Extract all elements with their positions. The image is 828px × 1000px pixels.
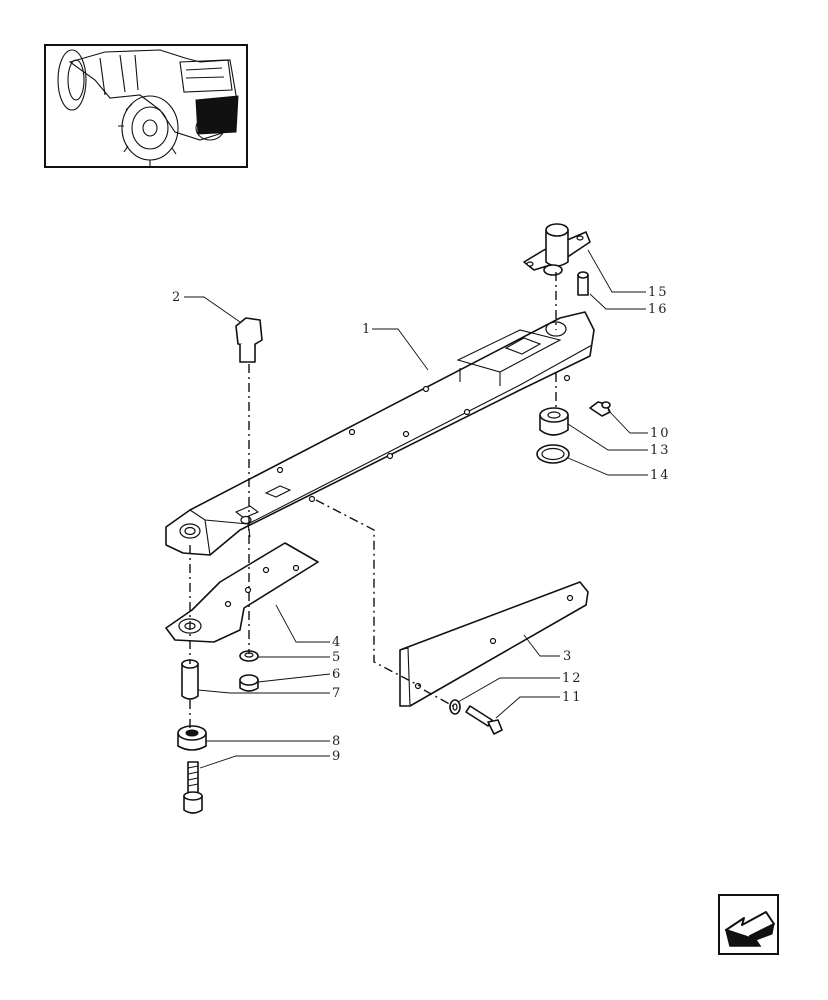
callout-10: 10 xyxy=(650,426,671,441)
callout-16: 16 xyxy=(648,302,669,317)
callout-11: 11 xyxy=(562,690,583,705)
bushing-13 xyxy=(539,407,569,436)
washer-12 xyxy=(449,699,461,715)
nut-6 xyxy=(239,674,259,692)
spacer-7 xyxy=(181,659,199,700)
drawbar xyxy=(165,311,595,556)
triangular-plate-3 xyxy=(399,581,589,707)
bushing-8 xyxy=(177,725,207,751)
callout-15: 15 xyxy=(648,285,669,300)
tractor-location-thumbnail[interactable] xyxy=(44,44,248,168)
back-arrow-icon xyxy=(724,911,775,947)
bolt-9 xyxy=(183,761,203,814)
callout-3: 3 xyxy=(563,649,573,664)
callout-14: 14 xyxy=(650,468,671,483)
back-arrow-button[interactable] xyxy=(718,894,779,955)
screw-16 xyxy=(577,271,589,296)
bolt-2 xyxy=(235,317,263,363)
callout-4: 4 xyxy=(332,635,342,650)
screw-11 xyxy=(465,705,503,735)
circlip-14 xyxy=(536,444,570,464)
callout-labels: 1 2 3 4 5 6 7 8 9 10 11 12 13 14 15 16 xyxy=(172,285,671,764)
callout-7: 7 xyxy=(332,686,342,701)
assembly-lines xyxy=(189,272,557,733)
leader-lines xyxy=(184,249,648,769)
callout-8: 8 xyxy=(332,734,342,749)
callout-6: 6 xyxy=(332,667,342,682)
pin-bracket xyxy=(523,223,591,276)
callout-5: 5 xyxy=(332,650,342,665)
grease-fitting xyxy=(589,401,611,417)
plate-4 xyxy=(165,542,319,643)
callout-2: 2 xyxy=(172,290,182,305)
callout-13: 13 xyxy=(650,443,671,458)
callout-12: 12 xyxy=(562,671,583,686)
callout-1: 1 xyxy=(362,322,372,337)
callout-9: 9 xyxy=(332,749,342,764)
